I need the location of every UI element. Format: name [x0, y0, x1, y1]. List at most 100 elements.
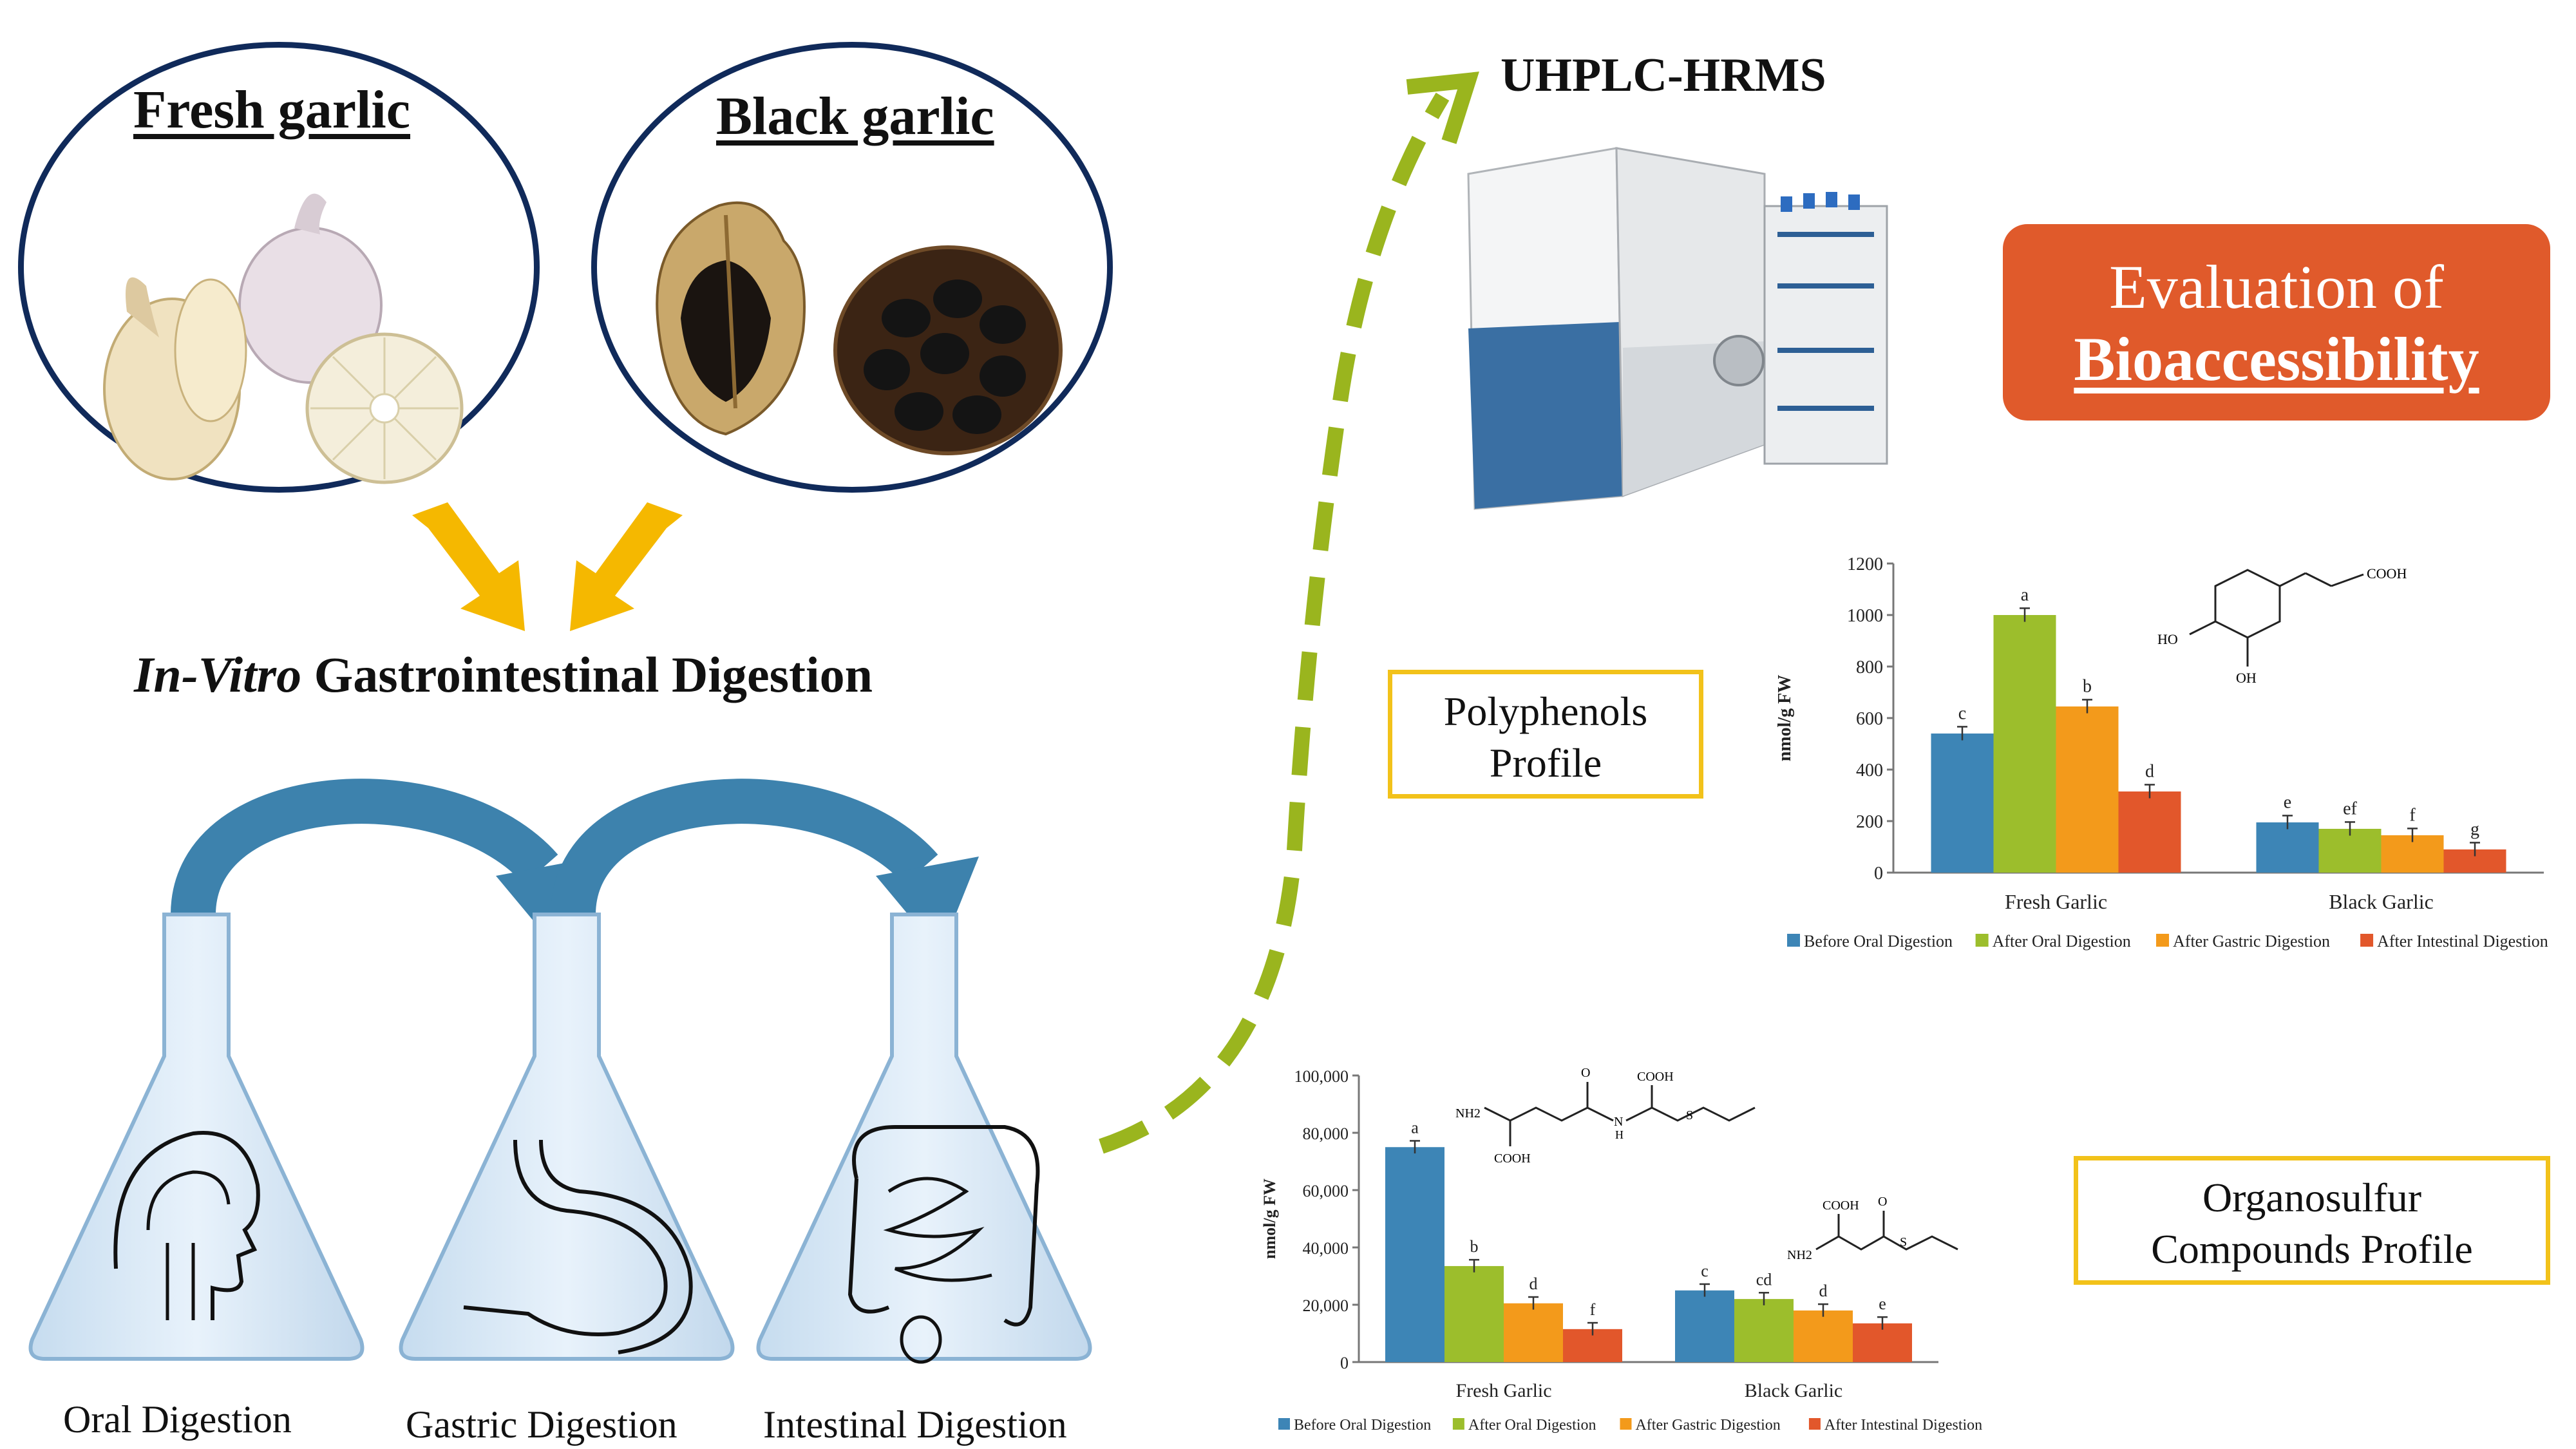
fresh-garlic-image	[103, 193, 464, 484]
legend-swatch	[1808, 1418, 1821, 1430]
evaluation-line-2: Bioaccessibility	[2074, 325, 2479, 393]
legend-swatch	[1787, 934, 1800, 947]
gg-s-label: S	[1686, 1108, 1693, 1122]
legend-swatch	[1620, 1418, 1632, 1430]
organosulfur-chart: NH2 O COOH N H S COOH COOH NH2 O S 020,0…	[1260, 1066, 1982, 1434]
y-axis-label: nmol/g FW	[1260, 1179, 1279, 1259]
digestion-flasks	[28, 779, 1092, 1364]
y-tick-label: 100,000	[1294, 1067, 1349, 1086]
x-category-label: Black Garlic	[1745, 1380, 1842, 1401]
bar	[1794, 1310, 1853, 1362]
polyphenols-profile-box: Polyphenols Profile	[1388, 670, 1703, 799]
flask-oral	[28, 913, 365, 1361]
y-tick-label: 40,000	[1303, 1239, 1349, 1258]
bar	[1734, 1299, 1794, 1362]
significance-letter: c	[1701, 1262, 1709, 1280]
caffeic-acid-structure	[2189, 569, 2364, 667]
significance-letter: e	[1879, 1294, 1886, 1313]
significance-letter: d	[1819, 1282, 1828, 1300]
bar	[1853, 1323, 1912, 1362]
y-tick-label: 800	[1856, 658, 1883, 677]
significance-letter: a	[2021, 585, 2029, 605]
organosulfur-profile-box: Organosulfur Compounds Profile	[2074, 1156, 2550, 1285]
bar	[1504, 1303, 1563, 1362]
x-category-label: Black Garlic	[2329, 890, 2434, 913]
instrument-title: UHPLC-HRMS	[1501, 49, 1826, 102]
significance-letter: g	[2470, 819, 2479, 839]
significance-letter: d	[1530, 1274, 1538, 1293]
green-dashed-arrow	[1099, 71, 1479, 1154]
significance-letter: b	[1470, 1237, 1479, 1256]
y-tick-label: 1000	[1847, 606, 1883, 626]
gg-cooh-label-1: COOH	[1494, 1151, 1531, 1166]
significance-letter: c	[1958, 703, 1966, 723]
alliin-nh2-label: NH2	[1787, 1248, 1812, 1262]
alliin-structure	[1815, 1211, 1958, 1251]
y-tick-label: 1200	[1847, 554, 1883, 574]
fresh-garlic-title: Fresh garlic	[133, 80, 411, 140]
uhplc-instrument-image	[1467, 147, 1888, 510]
y-tick-label: 0	[1340, 1354, 1349, 1372]
legend-label: After Gastric Digestion	[2173, 932, 2330, 951]
gg-nh2-label: NH2	[1455, 1106, 1481, 1121]
significance-letter: cd	[1756, 1270, 1772, 1289]
bar	[2118, 791, 2181, 873]
digestion-title: In-Vitro Gastrointestinal Digestion	[134, 646, 873, 704]
legend-swatch	[1452, 1418, 1464, 1430]
alliin-cooh-label: COOH	[1823, 1198, 1859, 1213]
legend-swatch	[1278, 1418, 1290, 1430]
legend-label: After Intestinal Digestion	[1824, 1417, 1982, 1434]
flask-intestinal	[756, 913, 1092, 1364]
caffeic-oh-label: OH	[2236, 670, 2257, 686]
black-garlic-image	[656, 201, 1063, 455]
gg-cooh-label-2: COOH	[1637, 1070, 1674, 1084]
bar	[1675, 1290, 1734, 1362]
significance-letter: d	[2145, 761, 2154, 781]
bar	[1444, 1265, 1504, 1362]
yellow-arrow-right	[570, 502, 683, 631]
y-tick-label: 20,000	[1303, 1296, 1349, 1315]
evaluation-line-1: Evaluation of	[2109, 252, 2444, 321]
digestion-title-rest: Gastrointestinal Digestion	[301, 647, 873, 703]
legend-swatch	[2360, 934, 2374, 947]
bar	[2056, 706, 2119, 873]
alliin-s-label: S	[1900, 1235, 1907, 1249]
significance-letter: f	[1590, 1300, 1596, 1319]
gg-h-label: H	[1615, 1128, 1624, 1141]
x-category-label: Fresh Garlic	[1455, 1380, 1551, 1401]
bar	[2256, 822, 2319, 873]
gg-o-label: O	[1581, 1066, 1590, 1080]
significance-letter: ef	[2343, 799, 2357, 819]
flask-gastric	[399, 913, 735, 1361]
legend-label: After Oral Digestion	[1468, 1417, 1596, 1434]
x-category-label: Fresh Garlic	[2005, 890, 2107, 913]
yellow-arrow-left	[412, 502, 525, 631]
organosulfur-line-2: Compounds Profile	[2151, 1226, 2473, 1272]
gg-n-label: N	[1614, 1115, 1623, 1129]
bar	[2318, 829, 2382, 873]
y-tick-label: 0	[1874, 864, 1883, 884]
black-garlic-circle: Black garlic	[591, 42, 1113, 493]
legend-label: After Gastric Digestion	[1635, 1417, 1780, 1434]
polyphenols-line-2: Profile	[1489, 740, 1602, 786]
digestion-title-italic: In-Vitro	[134, 647, 302, 703]
polyphenols-line-1: Polyphenols	[1443, 688, 1648, 734]
y-tick-label: 200	[1856, 812, 1883, 832]
y-tick-label: 60,000	[1303, 1182, 1349, 1200]
legend-swatch	[2156, 934, 2170, 947]
evaluation-box: Evaluation of Bioaccessibility	[2003, 224, 2550, 421]
flask-label-intestinal: Intestinal Digestion	[763, 1403, 1067, 1446]
fresh-garlic-circle: Fresh garlic	[18, 42, 540, 493]
arrow-gastric-to-intestinal	[551, 779, 979, 953]
caffeic-ho-label: HO	[2157, 631, 2178, 647]
legend-label: Before Oral Digestion	[1294, 1417, 1431, 1434]
legend-swatch	[1975, 934, 1989, 947]
bar	[1385, 1147, 1444, 1362]
black-garlic-title: Black garlic	[716, 86, 994, 146]
significance-letter: b	[2083, 676, 2092, 696]
y-tick-label: 600	[1856, 709, 1883, 729]
significance-letter: e	[2284, 792, 2291, 812]
bar	[1931, 734, 1994, 873]
legend-label: Before Oral Digestion	[1804, 932, 1953, 951]
y-axis-label: nmol/g FW	[1775, 675, 1795, 762]
